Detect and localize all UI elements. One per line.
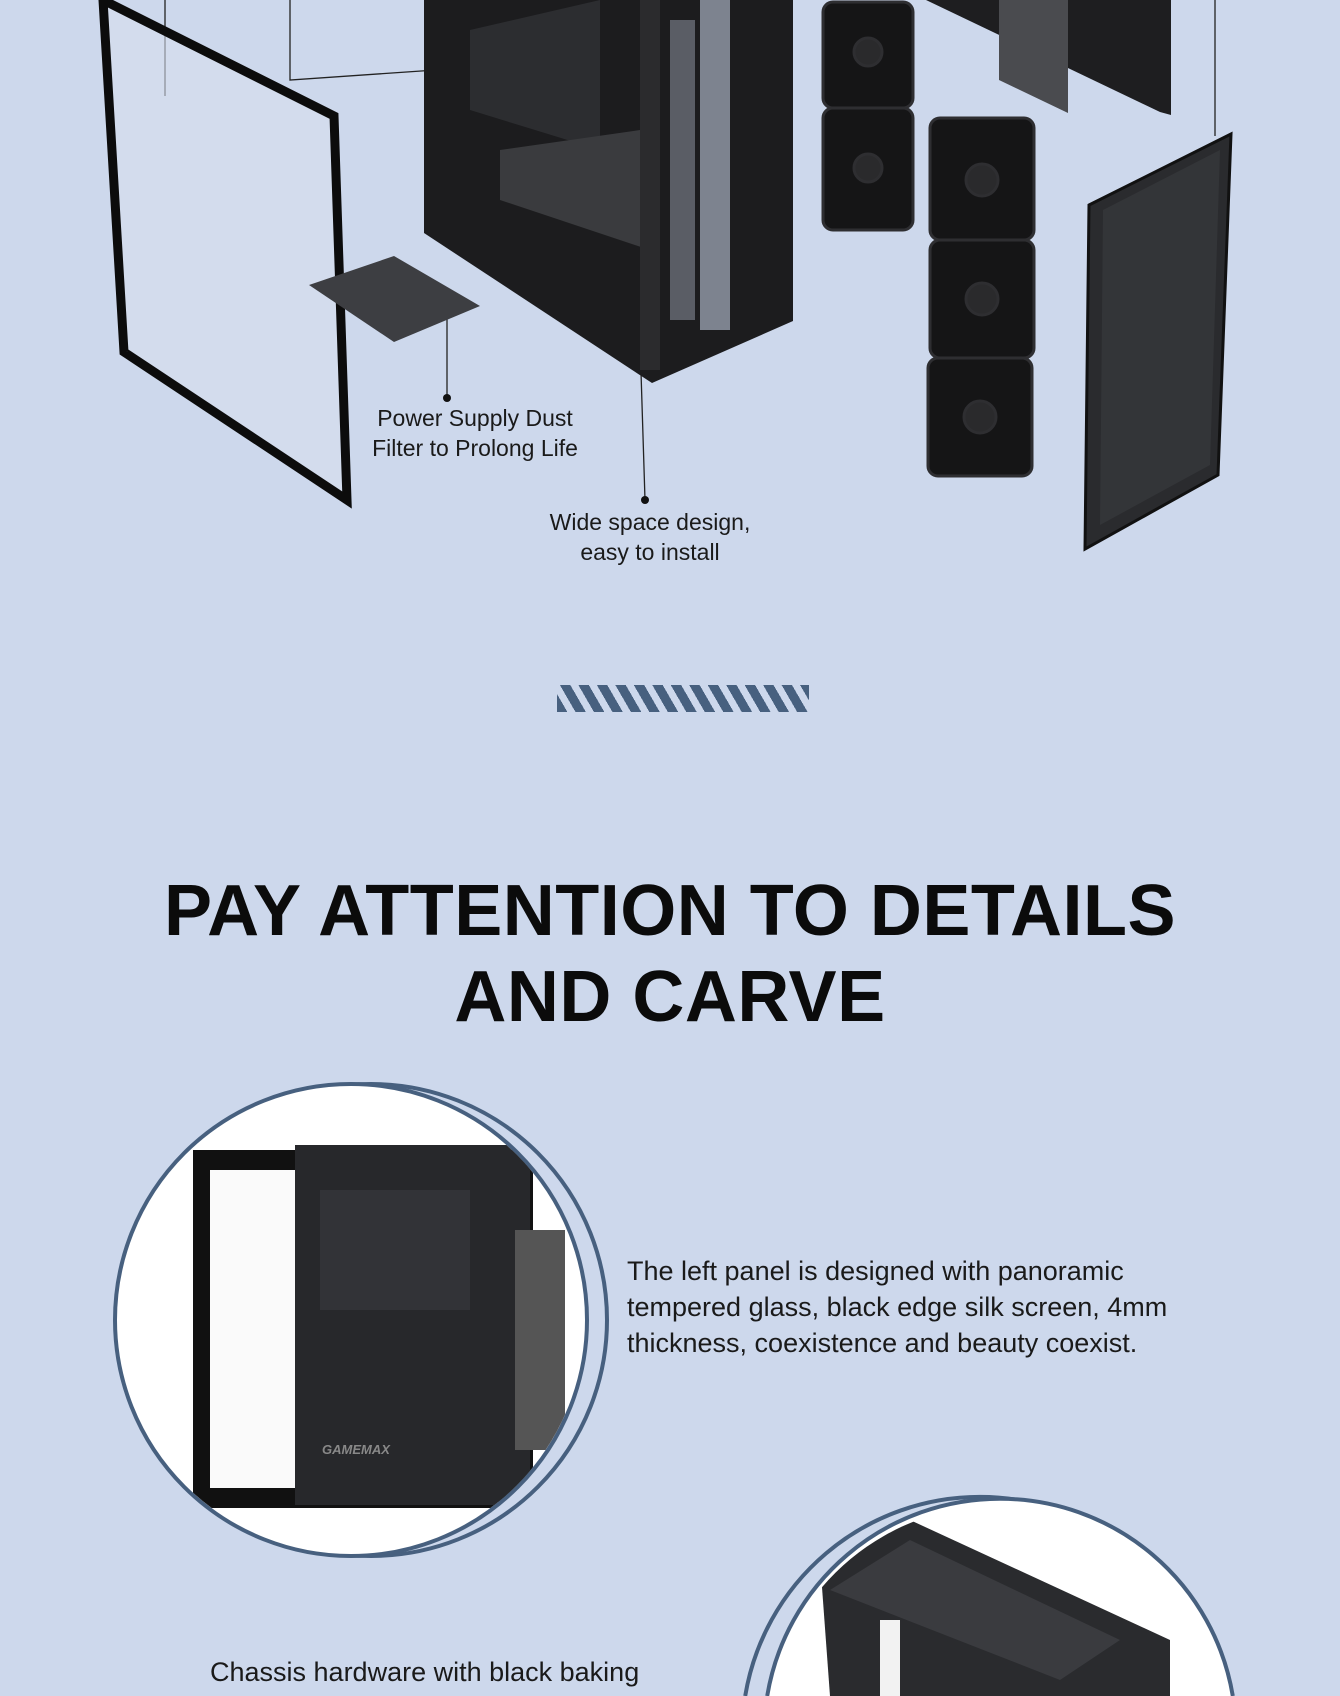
top-filter [999,0,1068,113]
label-line: easy to install [580,539,720,565]
dust-filter [309,256,480,342]
label-line: Filter to Prolong Life [372,435,578,461]
chassis-frame [424,0,793,383]
striped-divider [557,685,809,712]
wide-space-label: Wide space design, easy to install [520,507,780,567]
leader-dot [641,496,649,504]
feature-description-glass: The left panel is designed with panorami… [627,1253,1247,1361]
heading-line: AND CARVE [454,957,886,1037]
text-line: Chassis hardware with black baking [210,1657,640,1687]
detail-circle-glass-panel: GAMEMAX [113,1082,609,1558]
heading-line: PAY ATTENTION TO DETAILS [163,871,1177,951]
text-line: tempered glass, black edge silk screen, … [627,1292,1168,1322]
glass-side-panel [98,0,352,509]
svg-text:GAMEMAX: GAMEMAX [322,1442,391,1457]
text-line: The left panel is designed with panorami… [627,1256,1124,1286]
detail-circle-hardware [743,1494,1235,1696]
dust-filter-label: Power Supply Dust Filter to Prolong Life [345,403,605,463]
section-heading: PAY ATTENTION TO DETAILS AND CARVE [0,868,1340,1040]
leader-dot [443,394,451,402]
text-line: thickness, coexistence and beauty coexis… [627,1328,1138,1358]
fans [821,0,1036,478]
feature-description-hardware: Chassis hardware with black baking [210,1654,639,1690]
label-line: Wide space design, [549,509,751,535]
label-line: Power Supply Dust [377,405,573,431]
